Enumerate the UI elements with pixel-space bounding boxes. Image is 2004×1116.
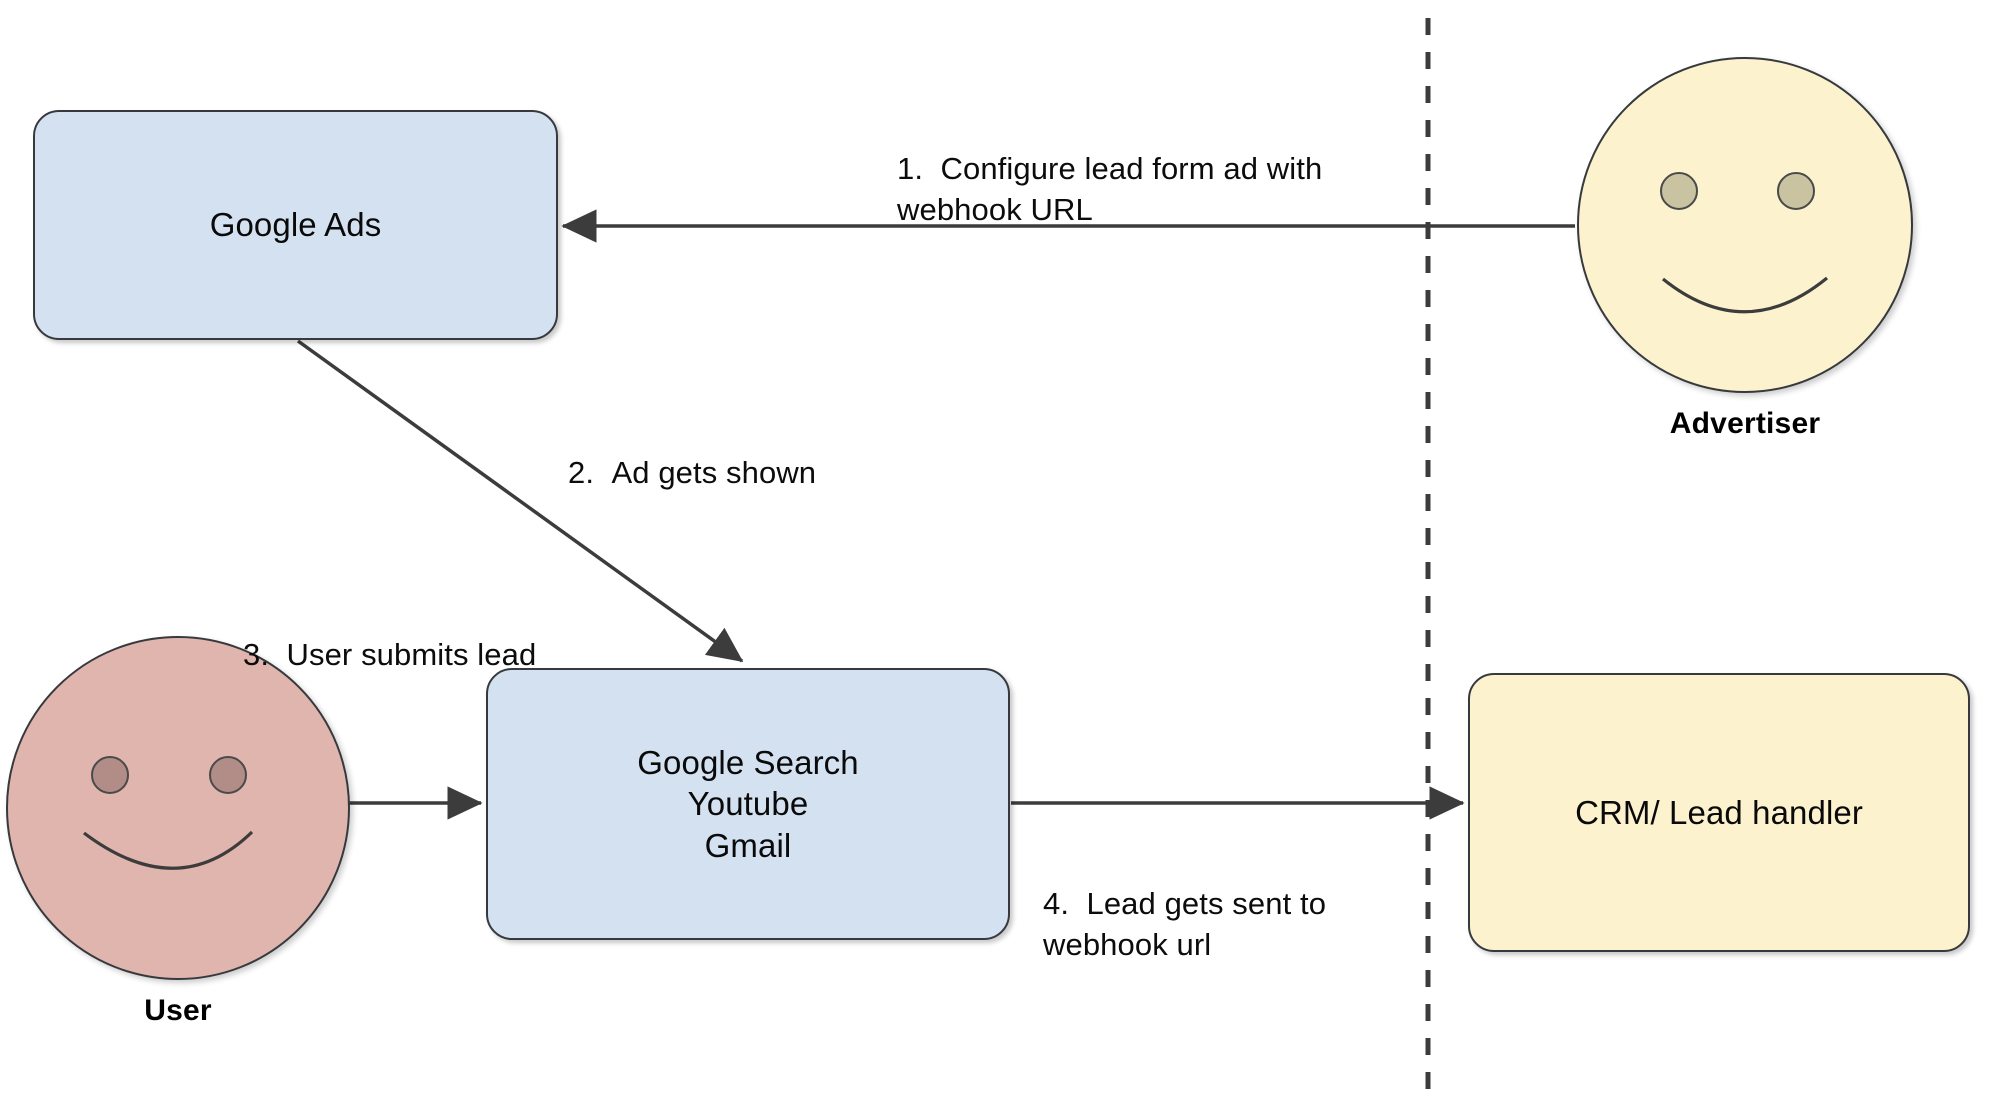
edge-label-step-4-number: 4. [1043,885,1070,921]
edge-label-step-1: 1. Configure lead form ad with webhook U… [897,108,1417,231]
user-right-eye-icon [209,756,247,794]
edge-label-step-3: 3. User submits lead [243,594,663,676]
node-google-ads[interactable]: Google Ads [33,110,558,340]
user-face-icon [6,636,350,980]
actor-user[interactable]: User [6,636,350,1027]
node-crm-lead-handler[interactable]: CRM/ Lead handler [1468,673,1970,952]
edge-label-step-2-number: 2. [568,454,595,490]
edge-label-step-4-text: Lead gets sent to webhook url [1043,885,1327,962]
node-crm-lead-handler-label: CRM/ Lead handler [1575,793,1863,831]
edge-label-step-2: 2. Ad gets shown [568,412,988,494]
edge-label-step-2-text: Ad gets shown [611,454,817,490]
user-left-eye-icon [91,756,129,794]
advertiser-right-eye-icon [1777,172,1815,210]
node-google-ads-label: Google Ads [209,206,382,244]
actor-user-label: User [144,994,212,1027]
edge-label-step-1-number: 1. [897,150,924,186]
actor-advertiser-label: Advertiser [1669,407,1821,440]
edge-label-step-3-number: 3. [243,636,270,672]
node-google-properties-label: Google Search Youtube Gmail [637,744,859,864]
edge-label-step-4: 4. Lead gets sent to webhook url [1043,843,1463,966]
advertiser-left-eye-icon [1660,172,1698,210]
node-google-properties[interactable]: Google Search Youtube Gmail [486,668,1010,940]
advertiser-smile-icon [1661,276,1829,314]
advertiser-face-icon [1577,57,1913,393]
actor-advertiser[interactable]: Advertiser [1577,57,1913,440]
edge-label-step-3-text: User submits lead [286,636,537,672]
edge-label-step-1-text: Configure lead form ad with webhook URL [897,150,1323,227]
user-smile-icon [83,830,254,870]
